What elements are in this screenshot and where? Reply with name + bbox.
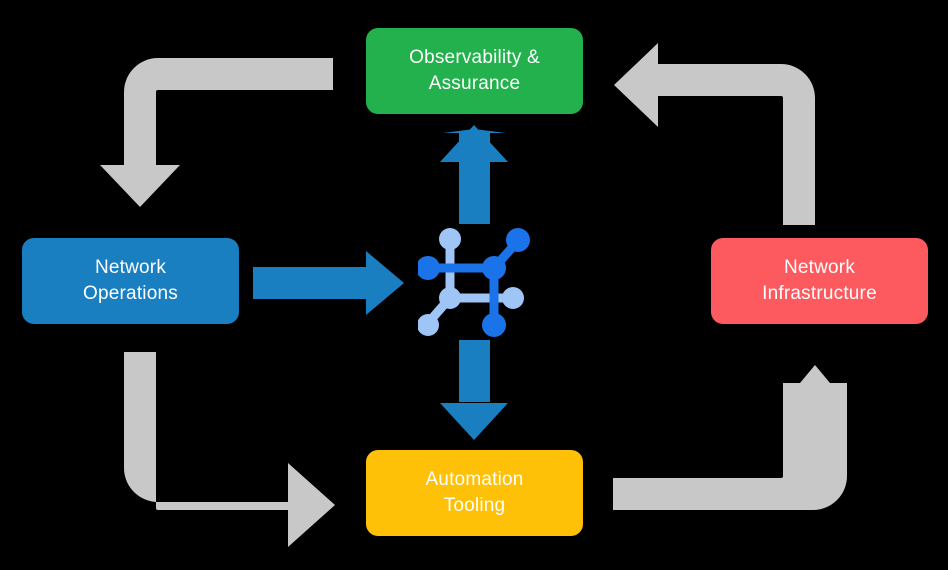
connector-center-to-observability-head bbox=[440, 125, 508, 162]
connector-center-to-observability-shaft bbox=[459, 158, 490, 224]
network-topology-icon bbox=[418, 228, 530, 337]
connector-observability-to-ops bbox=[100, 58, 333, 207]
connector-center-to-automation-head bbox=[440, 403, 508, 440]
connector-automation-to-infrastructure bbox=[613, 365, 847, 510]
network-icon-nodes-light bbox=[418, 228, 524, 336]
connector-ops-to-automation bbox=[124, 352, 335, 547]
node-network-infrastructure[interactable]: Network Infrastructure bbox=[711, 238, 928, 324]
connector-ops-to-center bbox=[253, 251, 404, 315]
node-automation-tooling[interactable]: Automation Tooling bbox=[366, 450, 583, 536]
network-icon-nodes-dark bbox=[418, 228, 530, 337]
node-network-operations-label: Network Operations bbox=[83, 257, 178, 304]
connector-center-to-automation-shaft bbox=[459, 340, 490, 402]
node-network-infrastructure-label: Network Infrastructure bbox=[762, 257, 877, 304]
node-observability-assurance[interactable]: Observability & Assurance bbox=[366, 28, 583, 114]
connector-infrastructure-to-observability bbox=[614, 43, 815, 225]
node-network-operations[interactable]: Network Operations bbox=[22, 238, 239, 324]
node-observability-assurance-label: Observability & Assurance bbox=[409, 47, 540, 94]
node-automation-tooling-label: Automation Tooling bbox=[425, 469, 524, 516]
